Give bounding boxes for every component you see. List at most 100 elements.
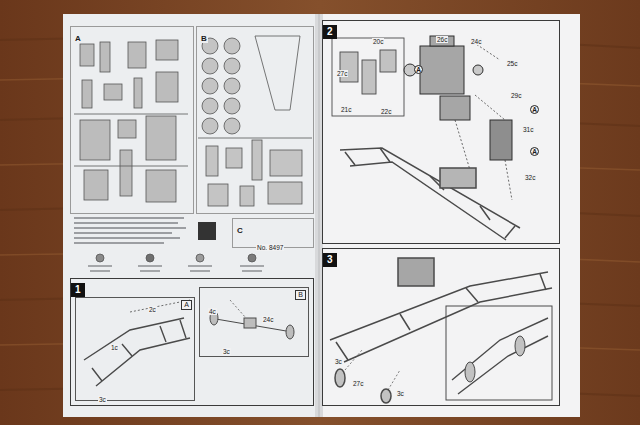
sprue-frame: B	[196, 26, 314, 214]
sprue-b-parts	[206, 146, 218, 176]
sprue-letter: B	[200, 34, 208, 43]
step-number: 1	[71, 279, 313, 297]
callout-number: 24c	[262, 316, 274, 323]
sprue-a-parts	[156, 72, 178, 102]
detail-box: B	[199, 287, 309, 357]
axle-step-1	[286, 325, 294, 339]
assembly-marker: A	[530, 105, 539, 114]
paint-chips	[96, 254, 104, 262]
sprue-a-parts	[74, 166, 188, 167]
booklet-pages	[319, 14, 580, 417]
sprue-a-parts	[84, 170, 108, 200]
engine-step-2	[430, 36, 454, 46]
sprue-b-parts	[270, 150, 302, 176]
axle-step-1	[210, 300, 294, 339]
callout-number: 27c	[336, 70, 348, 77]
sprue-b-parts	[224, 118, 240, 134]
fine-print	[74, 232, 172, 234]
chassis-step-1	[84, 318, 184, 360]
chassis-step-3	[398, 258, 434, 286]
callout-number: 26c	[436, 36, 448, 43]
callout-number: 3c	[396, 390, 405, 397]
fine-print	[74, 237, 180, 239]
step-panel: 1A B	[70, 278, 314, 406]
chassis-step-2	[440, 168, 476, 188]
paint-chips	[242, 270, 262, 272]
inset-step-2	[362, 60, 376, 94]
paint-chips	[196, 254, 204, 262]
sprue-b-parts	[208, 184, 228, 206]
sprue-a-parts	[104, 84, 122, 100]
callout-anchor: A	[414, 58, 423, 76]
callout-number: 29c	[510, 92, 522, 99]
engine-step-2	[404, 36, 512, 200]
axle-step-1	[244, 318, 256, 328]
sprue-a-parts	[156, 40, 178, 60]
sprue-a-parts	[134, 78, 142, 108]
callout-number: No. 8497	[256, 244, 284, 251]
fine-print	[74, 242, 164, 244]
callout-anchor: A	[530, 98, 539, 116]
inset-step-3	[446, 306, 552, 400]
callout-anchor: 26c	[436, 28, 448, 46]
inset-step-2	[380, 50, 396, 72]
sprue-b-parts	[198, 138, 312, 139]
callout-number: 1c	[110, 344, 119, 351]
booklet-pages	[63, 14, 580, 417]
callout-anchor: 4c	[208, 300, 217, 318]
sprue-a-parts	[74, 40, 188, 202]
inset-step-3	[446, 306, 552, 400]
paint-chips	[190, 270, 210, 272]
sprue-a-parts	[82, 80, 92, 108]
callout-number: 3c	[222, 348, 231, 355]
callout-anchor: 24c	[262, 308, 274, 326]
engine-step-2	[490, 120, 512, 160]
paint-chips	[138, 265, 162, 267]
sprue-b-parts	[224, 58, 240, 74]
sprue-b-parts	[224, 78, 240, 94]
sprue-letter: C	[233, 219, 313, 237]
inset-step-2	[332, 38, 404, 116]
callout-anchor: 3c	[334, 350, 343, 368]
sprue-a-parts	[118, 120, 136, 138]
callout-number: 20c	[372, 38, 384, 45]
detail-letter: A	[181, 300, 192, 310]
sprue-a-parts	[80, 120, 110, 160]
sprue-a-parts	[74, 114, 188, 115]
paint-chips	[188, 265, 212, 267]
paint-chips	[146, 254, 154, 262]
chassis-step-3	[344, 288, 552, 362]
booklet-pages	[63, 14, 319, 417]
callout-anchor: 31c	[522, 118, 534, 136]
engine-step-2	[440, 96, 470, 120]
chassis-step-2	[350, 162, 506, 240]
fine-print	[74, 227, 186, 229]
callout-number: 3c	[334, 358, 343, 365]
assembly-marker: A	[530, 147, 539, 156]
axle-step-1	[230, 300, 246, 318]
inset-step-3	[452, 318, 548, 394]
paint-chips	[88, 265, 112, 267]
fine-print	[74, 222, 178, 224]
paint-chips	[240, 265, 264, 267]
sprue-letter: C	[236, 226, 244, 235]
callout-anchor: 3c	[396, 382, 405, 400]
inset-step-2	[340, 52, 358, 82]
sprue-b-parts	[202, 98, 218, 114]
engine-step-2	[473, 65, 483, 75]
sprue-b-parts	[202, 58, 218, 74]
inset-step-3	[465, 362, 475, 382]
callout-number: 2c	[148, 306, 157, 313]
sprue-frame: A	[70, 26, 194, 214]
sprue-b-parts	[224, 38, 240, 54]
callout-number: 25c	[506, 60, 518, 67]
sprue-b-parts	[252, 140, 262, 180]
callout-anchor: 22c	[380, 100, 392, 118]
fine-print	[74, 217, 184, 219]
callout-anchor: No. 8497	[256, 236, 284, 254]
sprue-b-parts	[240, 186, 254, 206]
sprue-b-parts	[226, 148, 242, 168]
detail-letter: B	[295, 290, 306, 300]
callout-number: 24c	[470, 38, 482, 45]
sprue-b-parts	[198, 36, 312, 206]
